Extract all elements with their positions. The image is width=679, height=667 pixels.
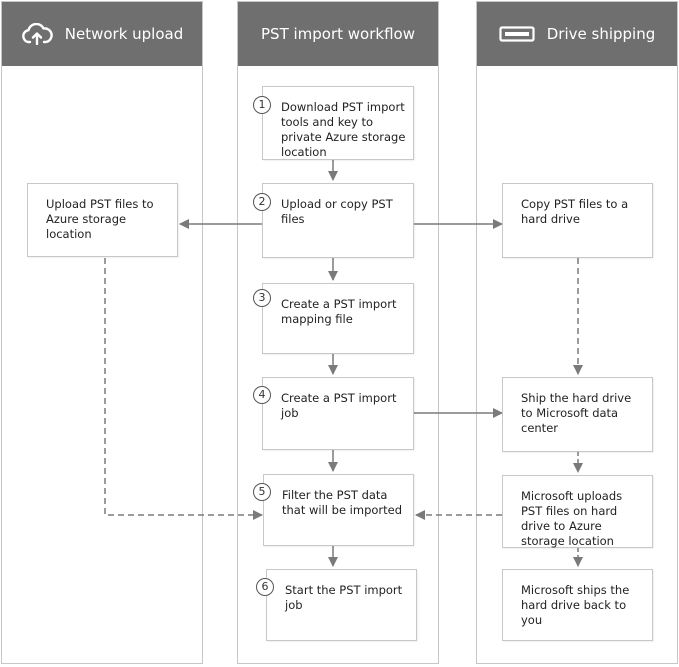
lane-header-network-upload: Network upload [2,2,202,66]
step-text: Filter the PST data that will be importe… [282,488,403,517]
box-text: Microsoft uploads PST files on hard driv… [521,489,623,548]
step-text: Start the PST import job [285,583,403,612]
hard-drive-icon [499,25,535,43]
step-number-badge: 1 [253,96,271,114]
step-text: Create a PST import job [281,391,397,420]
microsoft-upload-box: Microsoft uploads PST files on hard driv… [502,475,653,548]
step-box-3: Create a PST import mapping file [262,283,414,354]
step-text: Download PST import tools and key to pri… [281,100,406,159]
ship-back-box: Microsoft ships the hard drive back to y… [502,569,653,641]
box-text: Microsoft ships the hard drive back to y… [521,583,630,627]
copy-to-drive-box: Copy PST files to a hard drive [502,183,653,258]
lane-header-workflow: PST import workflow [238,2,438,66]
step-text: Upload or copy PST files [281,197,393,226]
step-number-badge: 6 [256,578,274,596]
cloud-upload-icon [21,23,53,45]
step-number-badge: 4 [253,386,271,404]
lane-drive-shipping: Drive shipping [476,1,678,664]
step-box-5: Filter the PST data that will be importe… [263,474,414,546]
network-upload-box: Upload PST files to Azure storage locati… [27,183,178,257]
step-number-badge: 3 [253,289,271,307]
step-number-badge: 2 [253,193,271,211]
step-text: Create a PST import mapping file [281,297,397,326]
step-number-badge: 5 [253,483,271,501]
lane-header-drive-shipping: Drive shipping [477,2,677,66]
lane-title: PST import workflow [261,25,415,43]
step-box-4: Create a PST import job [262,377,414,450]
dashed-network-to-step5 [104,258,263,520]
lane-network-upload: Network upload [1,1,203,664]
step-box-2: Upload or copy PST files [262,183,414,258]
box-text: Copy PST files to a hard drive [521,197,629,226]
box-text: Upload PST files to Azure storage locati… [46,197,154,241]
box-text: Ship the hard drive to Microsoft data ce… [521,391,632,435]
step-box-1: Download PST import tools and key to pri… [262,86,414,160]
lane-title: Network upload [64,25,184,43]
step-box-6: Start the PST import job [266,569,417,641]
lane-title: Drive shipping [546,25,656,43]
ship-drive-box: Ship the hard drive to Microsoft data ce… [502,377,653,452]
